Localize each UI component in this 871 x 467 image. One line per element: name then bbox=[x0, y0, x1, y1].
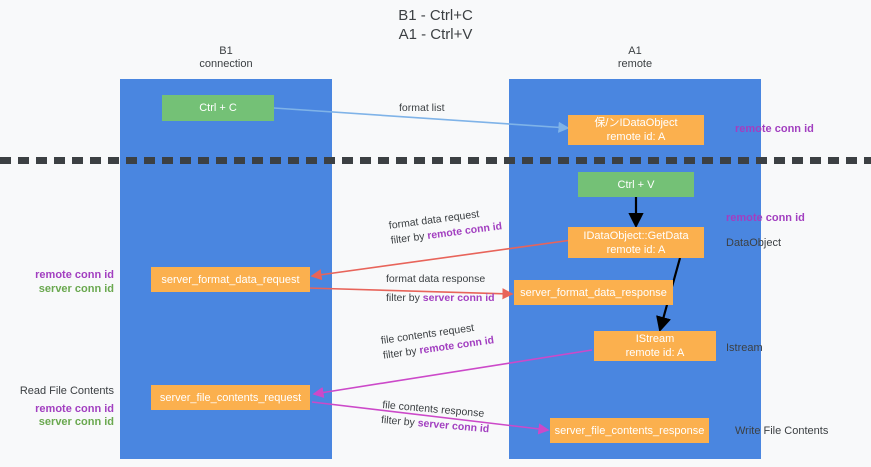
label-write-file-contents: Write File Contents bbox=[735, 425, 829, 437]
edge-filter-prefix: filter by bbox=[390, 230, 429, 247]
edge-label-format-list: format list bbox=[399, 101, 445, 116]
edge-filter-key: server conn id bbox=[422, 292, 495, 304]
edge-label-text: format data response bbox=[386, 273, 486, 285]
edge-filter-prefix: filter by bbox=[386, 292, 423, 304]
page-title: B1 - Ctrl+C A1 - Ctrl+V bbox=[398, 7, 473, 43]
column-header-b1: B1 connection bbox=[199, 45, 253, 70]
node-ctrl-c[interactable]: Ctrl + C bbox=[162, 95, 274, 121]
label-dataobject: DataObject bbox=[726, 237, 782, 249]
label-read-file-contents: Read File Contents bbox=[19, 385, 114, 397]
label-read-server-conn-id: server conn id bbox=[38, 416, 114, 428]
edge-label-format-data-response: format data response filter by server co… bbox=[386, 272, 495, 306]
label-left-remote-conn-id: remote conn id bbox=[35, 269, 114, 281]
edge-label-filter: filter by server conn id bbox=[386, 291, 495, 306]
column-header-a1: A1 remote bbox=[617, 45, 653, 70]
label-remote-conn-id-top: remote conn id bbox=[735, 123, 814, 135]
node-server-file-contents-response[interactable]: server_file_contents_response bbox=[550, 418, 709, 443]
edge-label-text: format list bbox=[399, 102, 445, 114]
node-server-format-data-response[interactable]: server_format_data_response bbox=[514, 280, 673, 305]
edge-label-file-contents-request: file contents request filter by remote c… bbox=[380, 318, 495, 363]
node-ctrl-v[interactable]: Ctrl + V bbox=[578, 172, 694, 197]
label-left-server-conn-id: server conn id bbox=[38, 283, 114, 295]
edge-filter-prefix: filter by bbox=[380, 413, 419, 430]
edge-filter-prefix: filter by bbox=[382, 344, 421, 362]
edge-label-file-contents-response: file contents response filter by server … bbox=[380, 398, 491, 437]
node-server-file-contents-request[interactable]: server_file_contents_request bbox=[151, 385, 310, 410]
phase-divider bbox=[0, 157, 871, 164]
node-idataobject[interactable]: 保/ンIDataObject remote id: A bbox=[568, 115, 704, 145]
node-idataobject-getdata[interactable]: IDataObject::GetData remote id: A bbox=[568, 227, 704, 258]
label-istream: Istream bbox=[726, 342, 763, 354]
node-server-format-data-request[interactable]: server_format_data_request bbox=[151, 267, 310, 292]
node-istream[interactable]: IStream remote id: A bbox=[594, 331, 716, 361]
label-remote-conn-id-mid: remote conn id bbox=[726, 212, 805, 224]
label-read-remote-conn-id: remote conn id bbox=[35, 403, 114, 415]
edge-label-format-data-request: format data request filter by remote con… bbox=[388, 204, 503, 248]
